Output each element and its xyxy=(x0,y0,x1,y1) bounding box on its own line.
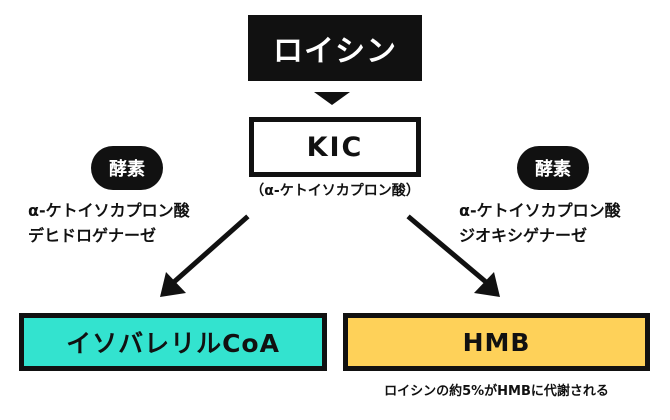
arrow-kic-to-hmb-head xyxy=(474,272,500,297)
node-leucine: ロイシン xyxy=(248,15,422,81)
node-kic-label: KIC xyxy=(306,131,364,163)
enzyme-badge-right-label: 酵素 xyxy=(535,159,571,180)
arrow-kic-to-isovaleryl-head xyxy=(160,272,186,297)
node-kic: KIC xyxy=(249,117,421,177)
enzyme-name-left-line2: デヒドロゲナーゼ xyxy=(28,226,157,245)
node-hmb-label: HMB xyxy=(462,327,531,357)
enzyme-name-left-line1: α-ケトイソカプロン酸 xyxy=(28,201,190,220)
enzyme-name-left: α-ケトイソカプロン酸 デヒドロゲナーゼ xyxy=(28,198,190,248)
enzyme-name-right-line2: ジオキシゲナーゼ xyxy=(459,226,588,245)
arrow-kic-to-hmb-line xyxy=(406,214,490,286)
node-hmb: HMB xyxy=(343,313,650,371)
arrow-leucine-to-kic xyxy=(314,92,350,105)
enzyme-badge-left-label: 酵素 xyxy=(109,159,145,180)
node-isovaleryl-coa: イソバレリルCoA xyxy=(19,313,327,371)
node-isovaleryl-coa-label: イソバレリルCoA xyxy=(66,329,280,358)
enzyme-name-right: α-ケトイソカプロン酸 ジオキシゲナーゼ xyxy=(459,198,621,248)
enzyme-name-right-line1: α-ケトイソカプロン酸 xyxy=(459,201,621,220)
node-kic-subtitle: （α-ケトイソカプロン酸） xyxy=(250,183,420,199)
enzyme-badge-right: 酵素 xyxy=(517,146,589,190)
enzyme-badge-left: 酵素 xyxy=(91,146,163,190)
arrow-kic-to-isovaleryl-line xyxy=(170,214,250,286)
node-leucine-label: ロイシン xyxy=(273,34,397,69)
hmb-conversion-note: ロイシンの約5%がHMBに代謝される xyxy=(384,384,609,399)
